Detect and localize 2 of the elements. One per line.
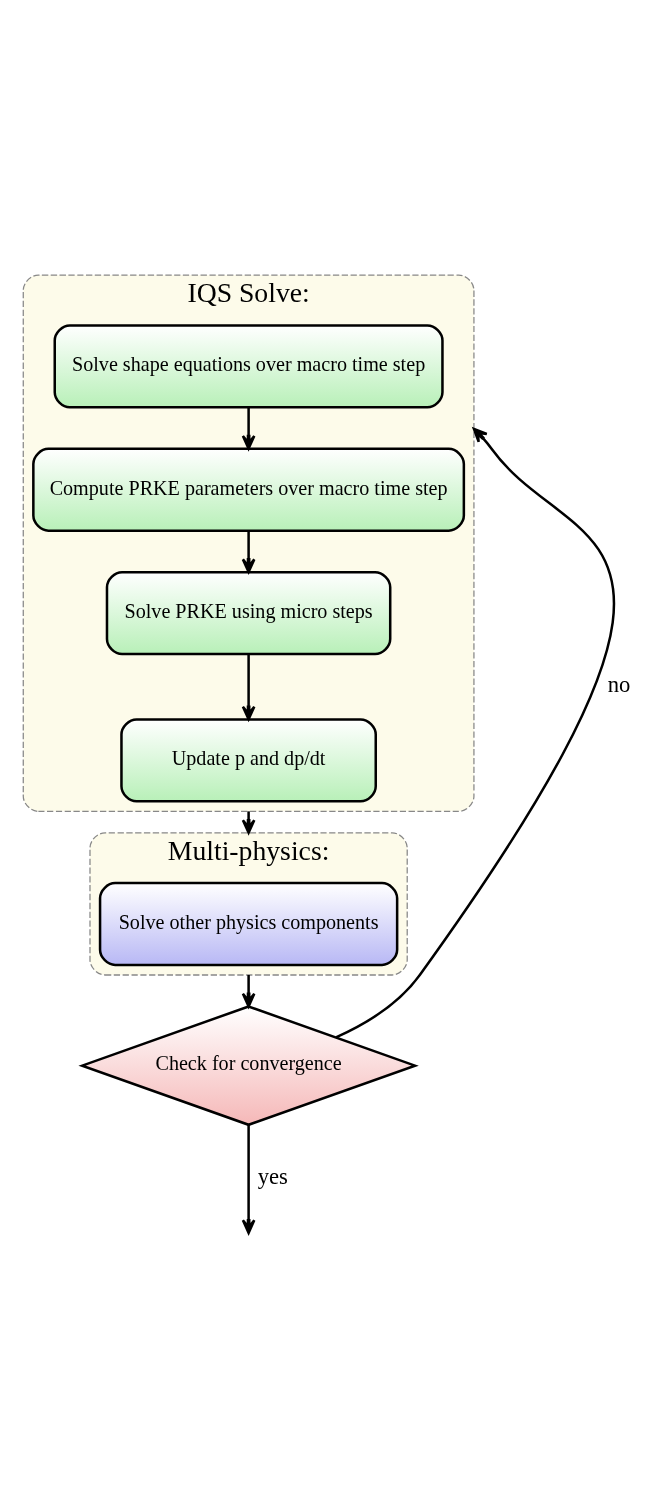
edge-label: yes xyxy=(257,1164,288,1190)
edge-label: no xyxy=(607,672,631,698)
